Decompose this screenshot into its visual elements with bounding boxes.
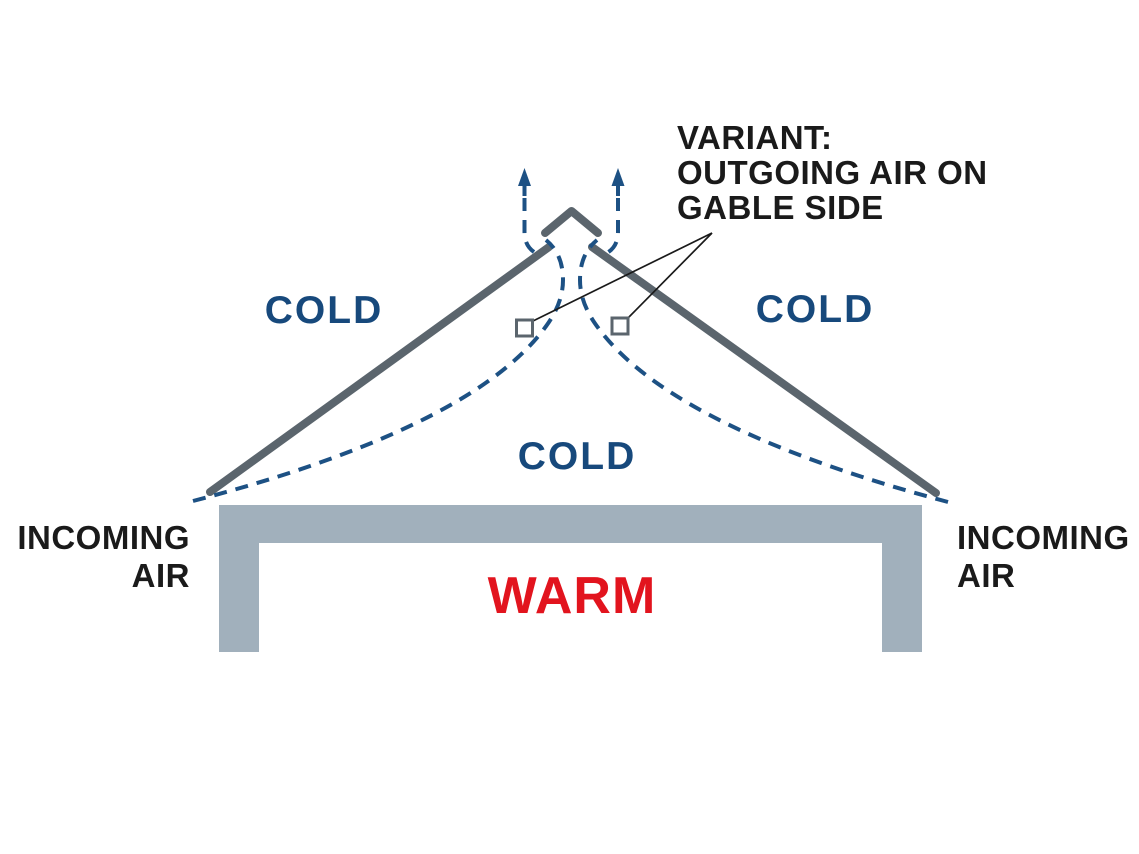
airflow-right-curve [577,238,949,504]
incoming-air-label-right: INCOMING AIR [957,519,1130,594]
gable-vent-square-right [610,316,630,336]
gable-vent-square-left [515,318,534,338]
up-arrow-icon [611,168,625,196]
airflow-exit-right [607,196,620,254]
ridge-cap [541,207,602,237]
variant-note-label: VARIANT: OUTGOING AIR ON GABLE SIDE [677,119,988,226]
cold-label-left: COLD [264,289,384,332]
airflow-exit-left [522,196,536,254]
incoming-air-label-left: INCOMING AIR [17,519,190,594]
ceiling-and-walls [219,505,922,652]
warm-label: WARM [487,567,657,625]
pointer-line-left [532,232,713,322]
cold-label-center: COLD [517,435,637,478]
roof-slope-right [588,243,940,497]
roof-slope-left [206,243,553,496]
up-arrow-icon [518,168,531,196]
cold-label-right: COLD [755,288,875,331]
airflow-left-curve [192,238,566,503]
pointer-line-right [627,232,713,319]
